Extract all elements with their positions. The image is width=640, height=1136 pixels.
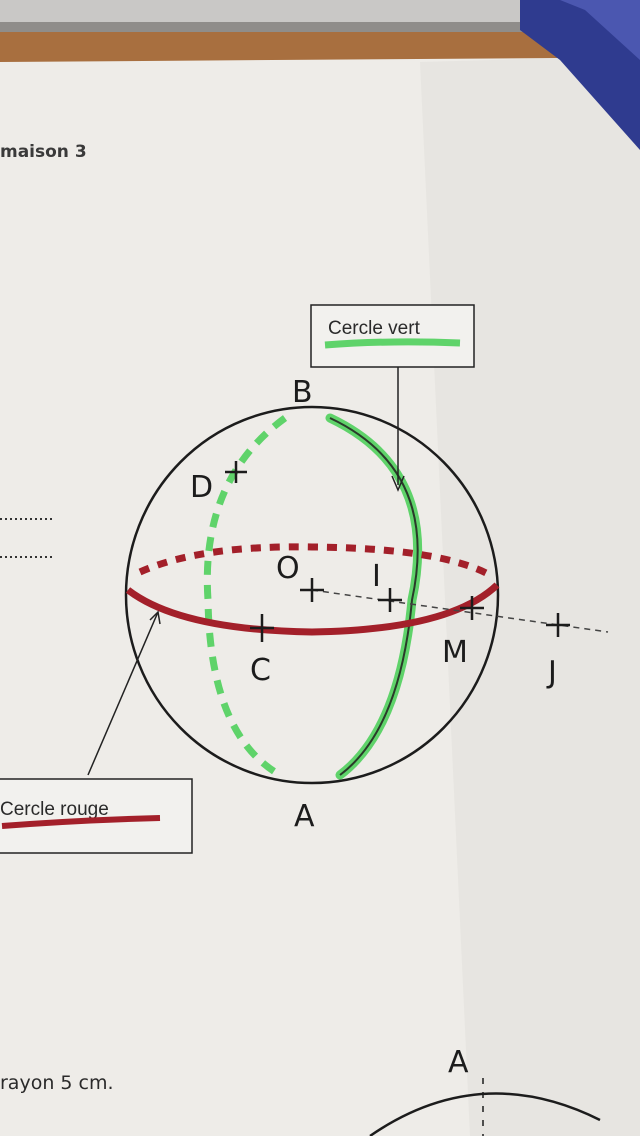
- red-circle-callout: [0, 778, 193, 854]
- line-OJ: [311, 589, 609, 633]
- header-text: maison 3: [0, 142, 87, 162]
- blue-pen: [520, 0, 640, 150]
- arrowhead-icon: [149, 610, 161, 625]
- label-C: C: [250, 653, 271, 688]
- green-circle-callout: [310, 304, 475, 368]
- red-circle-back: [138, 543, 492, 579]
- green-swatch: [324, 338, 461, 349]
- point-marks: [225, 461, 570, 642]
- label-M: M: [442, 635, 468, 670]
- pen-highlight: [560, 0, 640, 60]
- sphere-outline: [124, 405, 500, 785]
- arrowhead-icon: [391, 475, 405, 492]
- red-callout-arrow: [87, 611, 159, 776]
- label-B: B: [292, 375, 313, 410]
- next-figure-label-A: A: [448, 1045, 469, 1080]
- red-swatch: [1, 815, 161, 829]
- green-circle-back: [203, 415, 288, 775]
- footer-text: rayon 5 cm.: [0, 1072, 114, 1094]
- label-D: D: [190, 470, 213, 505]
- laptop-edge-shadow: [0, 22, 640, 32]
- green-callout-text: Cercle vert: [328, 318, 421, 339]
- red-callout-text: Cercle rouge: [0, 799, 109, 820]
- paper-shadow: [420, 58, 640, 1136]
- green-circle-ink: [329, 417, 419, 776]
- label-A: A: [294, 799, 315, 834]
- label-J: J: [546, 655, 557, 690]
- label-O: O: [276, 551, 300, 586]
- label-I: I: [372, 559, 381, 594]
